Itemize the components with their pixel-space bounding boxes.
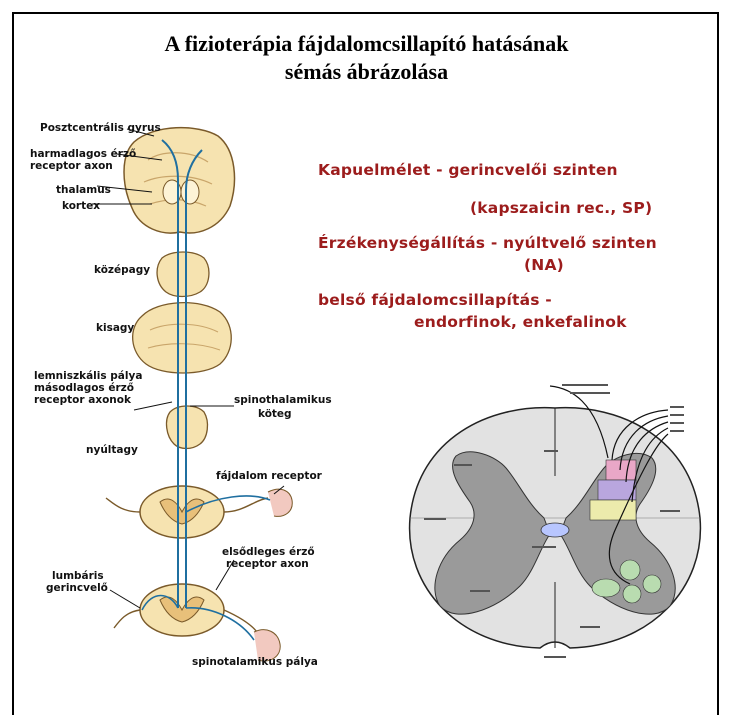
label-postcentral-gyrus: Posztcentrális gyrus [40, 122, 161, 134]
mechanism-gate-theory: Kapuelmélet - gerincvelői szinten [318, 161, 618, 179]
label-midbrain: középagy [94, 264, 150, 276]
mechanism-gate-detail: (kapszaicin rec., SP) [470, 199, 652, 217]
label-pons: kisagy [96, 322, 134, 334]
label-first-order-axon-2: receptor axon [226, 558, 309, 570]
label-lemniscal-1: lemniszkális pálya [34, 370, 142, 382]
spinal-segment-upper [106, 486, 292, 538]
title-line-1: A fizioterápia fájdalomcsillapító hatásá… [14, 30, 719, 58]
slide-title: A fizioterápia fájdalomcsillapító hatásá… [14, 30, 719, 86]
label-third-order-axon-1: harmadlagos érző [30, 148, 136, 160]
mechanism-sensitivity: Érzékenységállítás - nyúltvelő szinten [318, 234, 657, 252]
label-third-order-axon-2: receptor axon [30, 160, 113, 172]
lamina-yellow [590, 500, 636, 520]
spinal-cord-cross-section [400, 378, 710, 668]
label-spinothalamic-bundle-1: spinothalamikus [234, 394, 332, 406]
label-lemniscal-2: másodlagos érző [34, 382, 134, 394]
mechanism-sensitivity-detail: (NA) [524, 256, 564, 274]
motor-nucleus-1 [620, 560, 640, 580]
label-thalamus: thalamus [56, 184, 111, 196]
label-cortex: kortex [62, 200, 100, 212]
title-line-2: sémás ábrázolása [14, 58, 719, 86]
label-pain-receptor: fájdalom receptor [216, 470, 322, 482]
midbrain-section [157, 252, 209, 297]
label-spinothalamic-bundle-2: köteg [258, 408, 292, 420]
label-medulla: nyúltagy [86, 444, 138, 456]
mechanism-endogenous: belső fájdalomcsillapítás - [318, 291, 552, 309]
pons-section [133, 303, 232, 373]
label-lumbar-2: gerincvelő [46, 582, 108, 594]
cerebrum-section [124, 128, 234, 233]
motor-nucleus-2 [643, 575, 661, 593]
mechanism-endogenous-detail: endorfinok, enkefalinok [414, 313, 627, 331]
spinal-segment-lumbar [114, 584, 280, 661]
label-first-order-axon-1: elsődleges érző [222, 546, 315, 558]
motor-nucleus-3 [623, 585, 641, 603]
label-spinothalamic-tract: spinotalamikus pálya [192, 656, 318, 668]
central-canal [541, 523, 569, 537]
label-lemniscal-3: receptor axonok [34, 394, 131, 406]
label-lumbar-1: lumbáris [52, 570, 104, 582]
motor-nucleus-4 [592, 579, 620, 597]
